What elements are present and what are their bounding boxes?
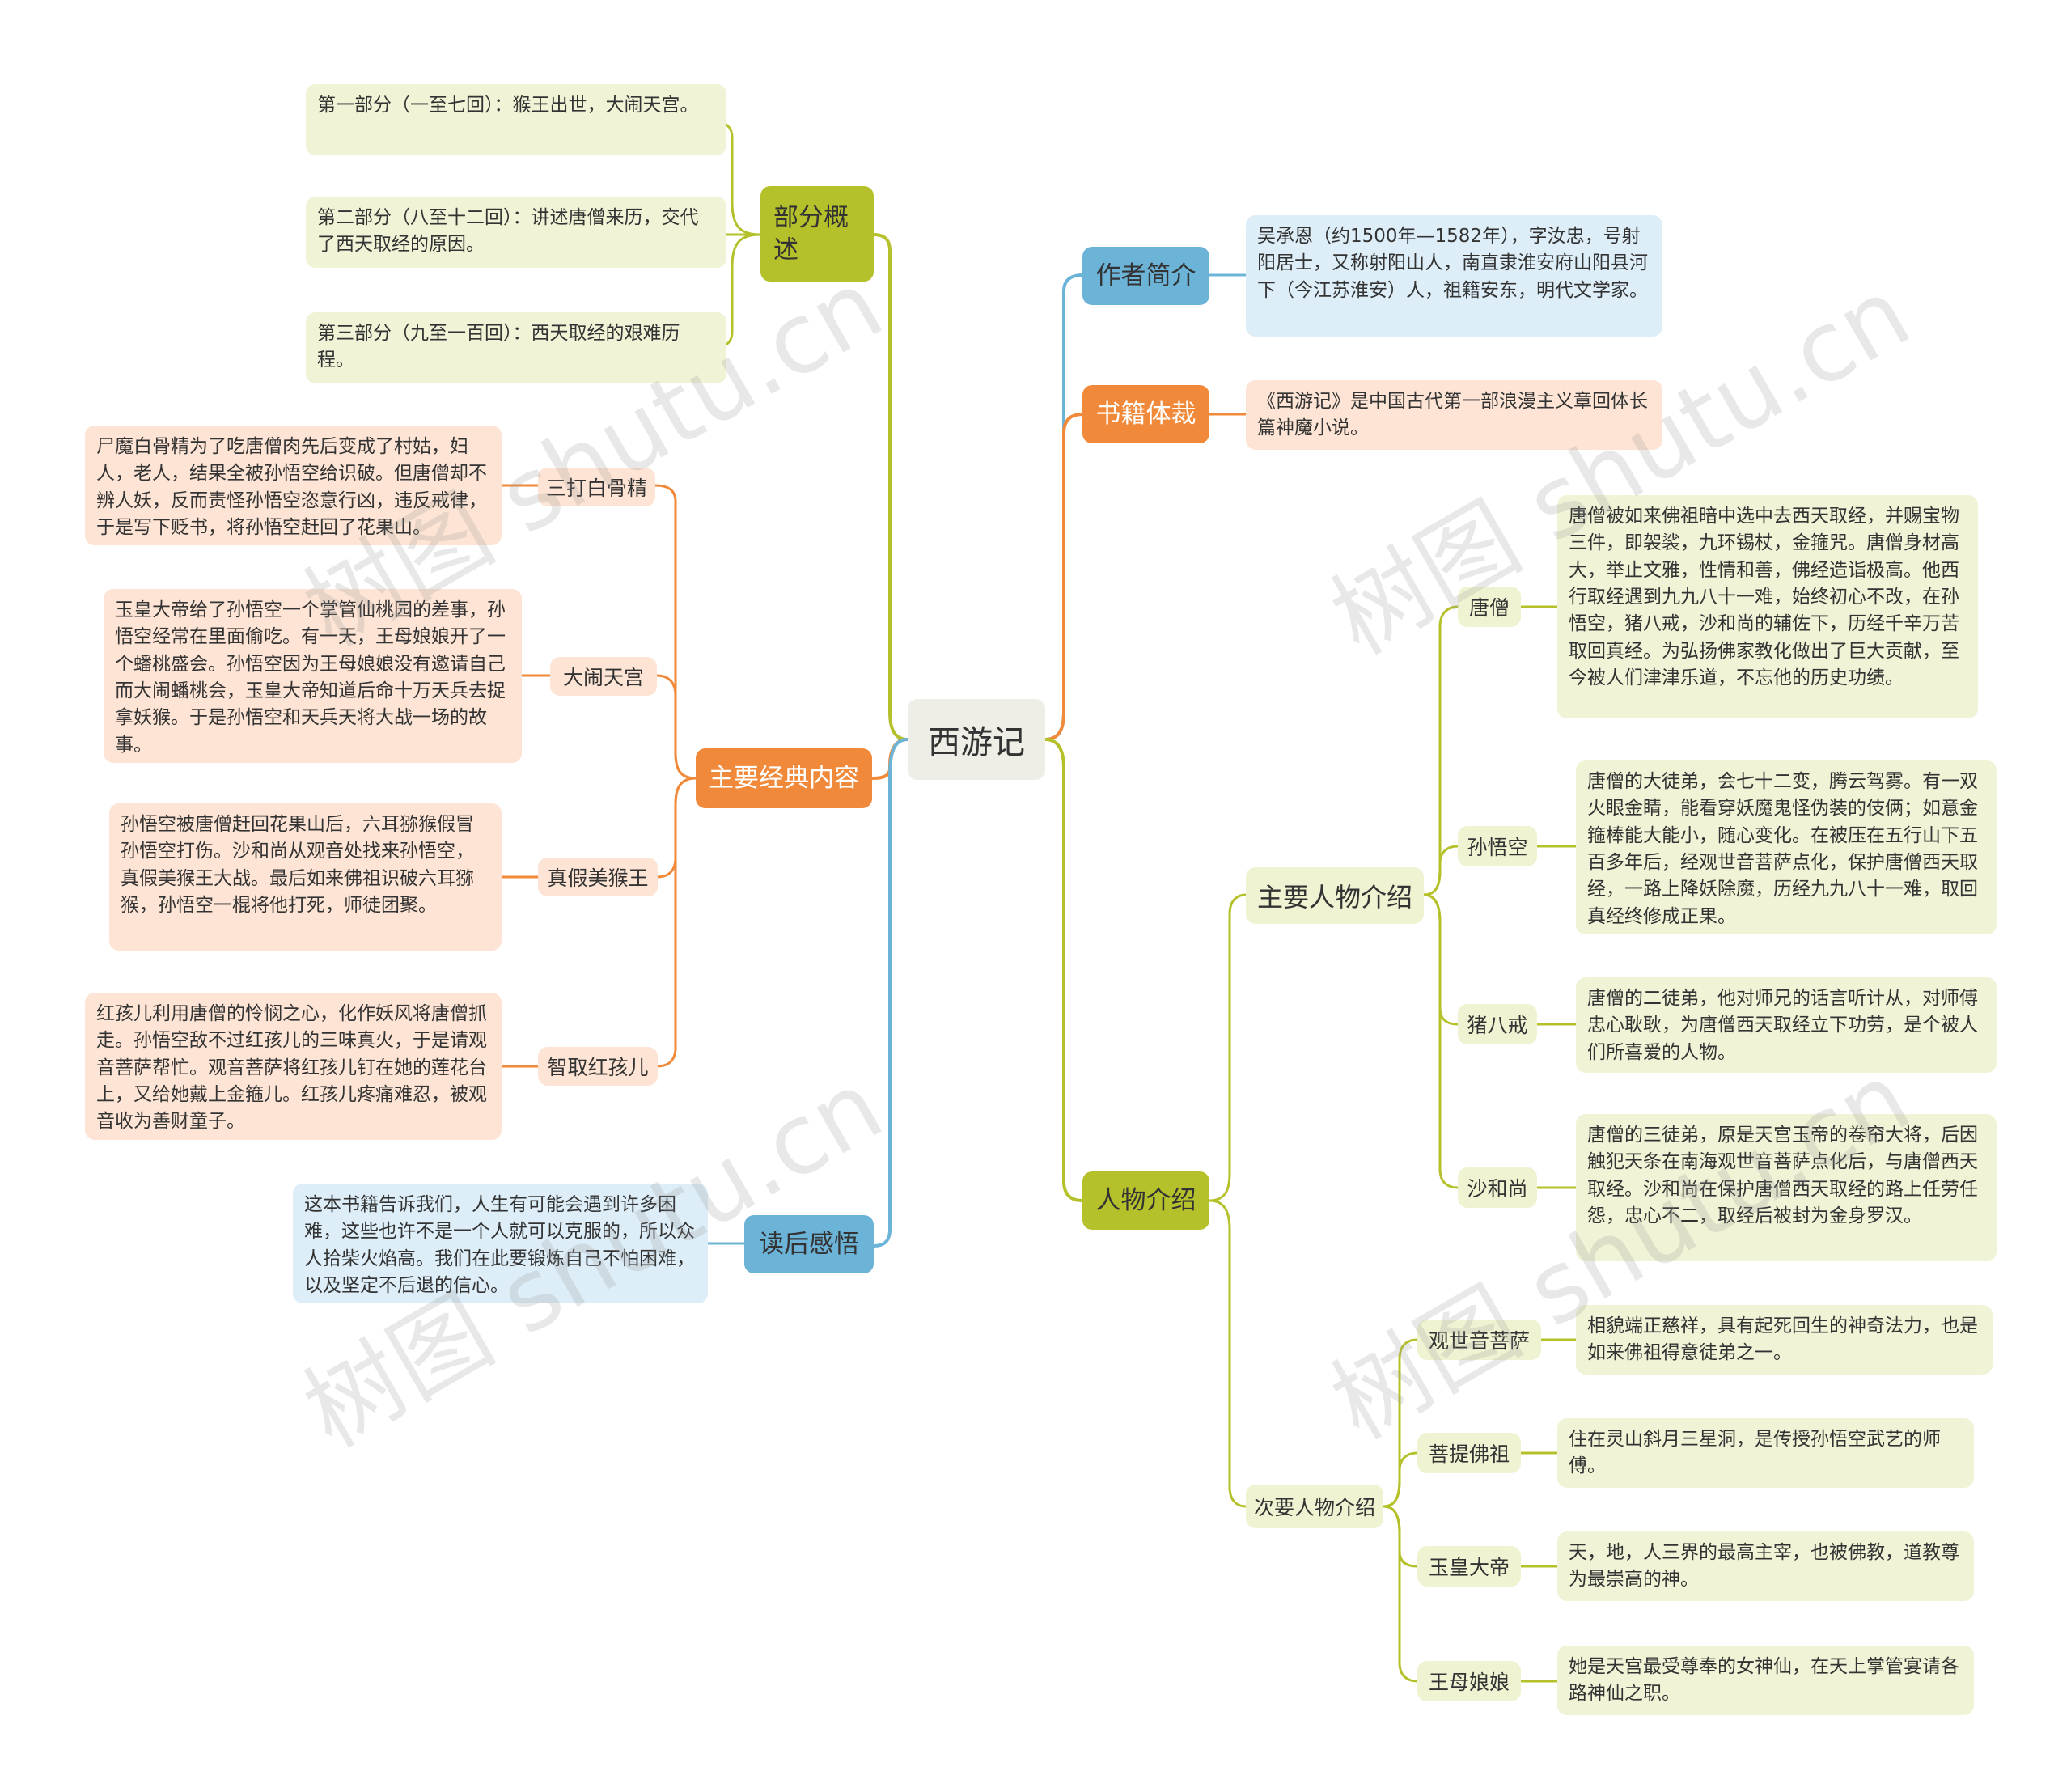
genre-text[interactable]: 《西游记》是中国古代第一部浪漫主义章回体长篇神魔小说。 [1246,380,1662,450]
char-name-tangseng-text: 唐僧 [1468,596,1510,620]
reflection-text[interactable]: 这本书籍告诉我们，人生有可能会遇到许多困难，这些也许不是一个人就可以克服的，所以… [293,1184,708,1303]
topic-genre[interactable]: 书籍体裁 [1082,385,1209,443]
char-text-yuhuang[interactable]: 天，地，人三界的最高主宰，也被佛教，道教尊为最崇高的神。 [1557,1531,1974,1601]
classic-text-3[interactable]: 孙悟空被唐僧赶回花果山后，六耳猕猴假冒孙悟空打伤。沙和尚从观音处找来孙悟空，真假… [109,803,502,951]
char-text-guanyin-body: 相貌端正慈祥，具有起死回生的神奇法力，也是如来佛祖得意徒弟之一。 [1587,1315,1978,1364]
topic-reflection-label: 读后感悟 [759,1229,859,1259]
char-name-puti-text: 菩提佛祖 [1428,1442,1510,1466]
topic-author-label: 作者简介 [1095,261,1196,290]
topic-reflection[interactable]: 读后感悟 [744,1215,874,1273]
char-name-puti[interactable]: 菩提佛祖 [1417,1433,1521,1473]
char-name-zhubajie[interactable]: 猪八戒 [1458,1004,1537,1044]
topic-characters[interactable]: 人物介绍 [1082,1171,1209,1230]
char-text-sunwukong[interactable]: 唐僧的大徒弟，会七十二变，腾云驾雾。有一双火眼金睛，能看穿妖魔鬼怪伪装的伎俩；如… [1576,760,1997,934]
char-name-sunwukong-text: 孙悟空 [1467,836,1528,859]
topic-classic-content[interactable]: 主要经典内容 [696,748,872,808]
char-text-yuhuang-body: 天，地，人三界的最高主宰，也被佛教，道教尊为最崇高的神。 [1569,1542,1959,1591]
main-characters[interactable]: 主要人物介绍 [1246,867,1424,924]
reflection-text-body: 这本书籍告诉我们，人生有可能会遇到许多困难，这些也许不是一个人就可以克服的，所以… [304,1194,695,1297]
char-text-wangmu-body: 她是天宫最受尊奉的女神仙，在天上掌管宴请各路神仙之职。 [1569,1656,1959,1705]
parts-item-3[interactable]: 第三部分（九至一百回）：西天取经的艰难历程。 [306,312,726,383]
classic-text-2[interactable]: 玉皇大帝给了孙悟空一个掌管仙桃园的差事，孙悟空经常在里面偷吃。有一天，王母娘娘开… [104,589,522,763]
char-name-guanyin[interactable]: 观世音菩萨 [1417,1320,1541,1360]
parts-item-2[interactable]: 第二部分（八至十二回）：讲述唐僧来历，交代了西天取经的原因。 [306,197,726,268]
classic-title-2-text: 大闹天宫 [562,666,644,689]
char-text-tangseng-body: 唐僧被如来佛祖暗中选中去西天取经，并赐宝物三件，即袈裟，九环锡杖，金箍咒。唐僧身… [1569,506,1959,689]
char-name-zhubajie-text: 猪八戒 [1467,1014,1528,1037]
char-text-guanyin[interactable]: 相貌端正慈祥，具有起死回生的神奇法力，也是如来佛祖得意徒弟之一。 [1576,1305,1993,1375]
classic-title-3-text: 真假美猴王 [547,866,649,890]
char-text-puti[interactable]: 住在灵山斜月三星洞，是传授孙悟空武艺的师傅。 [1557,1418,1974,1488]
classic-text-1-body: 尸魔白骨精为了吃唐僧肉先后变成了村姑，妇人，老人，结果全被孙悟空给识破。但唐僧却… [96,436,487,539]
char-name-yuhuang[interactable]: 玉皇大帝 [1417,1546,1521,1587]
char-name-tangseng[interactable]: 唐僧 [1458,587,1521,627]
classic-text-2-body: 玉皇大帝给了孙悟空一个掌管仙桃园的差事，孙悟空经常在里面偷吃。有一天，王母娘娘开… [115,599,506,756]
topic-genre-label: 书籍体裁 [1095,399,1196,429]
classic-title-1[interactable]: 三打白骨精 [538,468,655,506]
topic-parts-overview-label: 部分概述 [773,202,849,265]
classic-title-4[interactable]: 智取红孩儿 [538,1047,658,1086]
root-topic[interactable]: 西游记 [908,699,1045,780]
topic-classic-content-label: 主要经典内容 [709,763,859,793]
classic-title-4-text: 智取红孩儿 [547,1056,649,1079]
topic-parts-overview[interactable]: 部分概述 [760,186,874,282]
genre-text-body: 《西游记》是中国古代第一部浪漫主义章回体长篇神魔小说。 [1257,391,1648,439]
char-text-zhubajie-body: 唐僧的二徒弟，他对师兄的话言听计从，对师傅忠心耿耿，为唐僧西天取经立下功劳，是个… [1587,988,1978,1063]
secondary-characters[interactable]: 次要人物介绍 [1246,1485,1383,1528]
classic-title-3[interactable]: 真假美猴王 [538,858,658,896]
char-name-guanyin-text: 观世音菩萨 [1428,1329,1530,1353]
secondary-characters-label: 次要人物介绍 [1254,1496,1376,1519]
char-name-shaheshang[interactable]: 沙和尚 [1458,1167,1537,1208]
char-name-wangmu[interactable]: 王母娘娘 [1417,1661,1521,1701]
main-characters-label: 主要人物介绍 [1256,882,1412,913]
parts-item-1[interactable]: 第一部分（一至七回）：猴王出世，大闹天宫。 [306,84,726,155]
parts-item-3-text: 第三部分（九至一百回）：西天取经的艰难历程。 [317,323,680,371]
char-name-wangmu-text: 王母娘娘 [1428,1671,1510,1694]
author-text-body: 吴承恩（约1500年—1582年），字汝忠，号射阳居士，又称射阳山人，南直隶淮安… [1257,226,1648,301]
author-text[interactable]: 吴承恩（约1500年—1582年），字汝忠，号射阳居士，又称射阳山人，南直隶淮安… [1246,215,1662,337]
topic-author[interactable]: 作者简介 [1082,247,1209,305]
char-name-yuhuang-text: 玉皇大帝 [1428,1556,1510,1579]
parts-item-2-text: 第二部分（八至十二回）：讲述唐僧来历，交代了西天取经的原因。 [317,207,699,256]
classic-text-4-body: 红孩儿利用唐僧的怜悯之心，化作妖风将唐僧抓走。孙悟空敌不过红孩儿的三味真火，于是… [96,1003,487,1133]
parts-item-1-text: 第一部分（一至七回）：猴王出世，大闹天宫。 [317,95,699,116]
classic-text-3-body: 孙悟空被唐僧赶回花果山后，六耳猕猴假冒孙悟空打伤。沙和尚从观音处找来孙悟空，真假… [121,814,474,917]
char-text-shaheshang-body: 唐僧的三徒弟，原是天宫玉帝的卷帘大将，后因触犯天条在南海观世音菩萨点化后，与唐僧… [1587,1125,1978,1227]
char-text-puti-body: 住在灵山斜月三星洞，是传授孙悟空武艺的师傅。 [1569,1429,1941,1477]
char-text-tangseng[interactable]: 唐僧被如来佛祖暗中选中去西天取经，并赐宝物三件，即袈裟，九环锡杖，金箍咒。唐僧身… [1557,495,1978,718]
char-name-sunwukong[interactable]: 孙悟空 [1458,826,1537,866]
char-text-shaheshang[interactable]: 唐僧的三徒弟，原是天宫玉帝的卷帘大将，后因触犯天条在南海观世音菩萨点化后，与唐僧… [1576,1114,1997,1261]
char-text-zhubajie[interactable]: 唐僧的二徒弟，他对师兄的话言听计从，对师傅忠心耿耿，为唐僧西天取经立下功劳，是个… [1576,977,1997,1073]
classic-title-2[interactable]: 大闹天宫 [550,657,657,696]
classic-text-1[interactable]: 尸魔白骨精为了吃唐僧肉先后变成了村姑，妇人，老人，结果全被孙悟空给识破。但唐僧却… [85,426,502,545]
classic-title-1-text: 三打白骨精 [546,477,648,500]
char-text-sunwukong-body: 唐僧的大徒弟，会七十二变，腾云驾雾。有一双火眼金睛，能看穿妖魔鬼怪伪装的伎俩；如… [1587,771,1978,927]
char-name-shaheshang-text: 沙和尚 [1467,1177,1528,1201]
topic-characters-label: 人物介绍 [1095,1185,1196,1215]
char-text-wangmu[interactable]: 她是天宫最受尊奉的女神仙，在天上掌管宴请各路神仙之职。 [1557,1646,1974,1715]
classic-text-4[interactable]: 红孩儿利用唐僧的怜悯之心，化作妖风将唐僧抓走。孙悟空敌不过红孩儿的三味真火，于是… [85,993,502,1140]
